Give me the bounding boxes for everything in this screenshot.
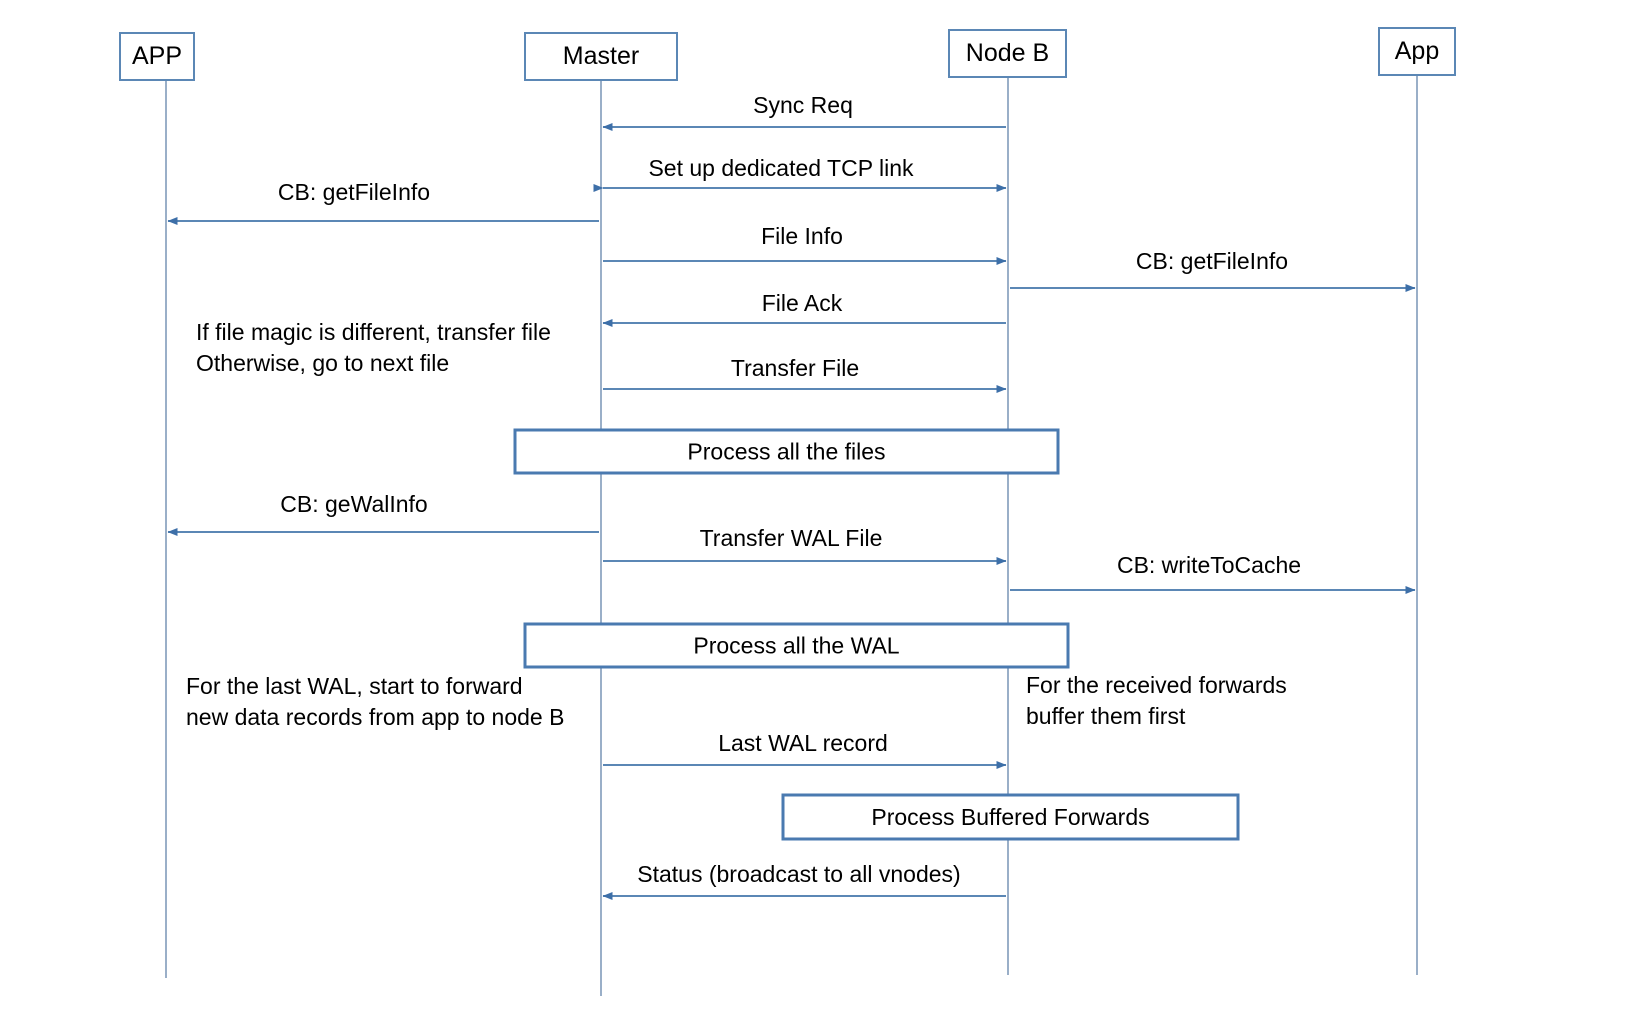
actor-label-node_b: Node B	[966, 39, 1049, 67]
activation-label-process-all-files: Process all the files	[687, 439, 885, 465]
actor-box-node_b	[948, 29, 1067, 78]
activation-process-buffered-fwd[interactable]: Process Buffered Forwards	[781, 793, 1240, 841]
actor-app_left[interactable]: APP	[119, 32, 195, 81]
message-last-wal-record[interactable]: Last WAL record	[603, 730, 1007, 769]
actor-label-app_left: APP	[132, 42, 182, 70]
message-sync-req[interactable]: Sync Req	[602, 92, 1006, 131]
note-line: If file magic is different, transfer fil…	[196, 319, 551, 345]
message-label-file-ack: File Ack	[762, 290, 843, 316]
note-line: For the received forwards	[1026, 672, 1287, 698]
message-status-broadcast[interactable]: Status (broadcast to all vnodes)	[602, 861, 1006, 900]
message-cb-gewalinfo[interactable]: CB: geWalInfo	[167, 491, 599, 536]
message-file-info[interactable]: File Info	[603, 223, 1007, 265]
message-cb-getfileinfo-right[interactable]: CB: getFileInfo	[1010, 248, 1416, 292]
message-label-transfer-file: Transfer File	[731, 355, 859, 381]
actors-layer: APP Master Node B App	[119, 27, 1456, 81]
message-cb-getfileinfo-left[interactable]: CB: getFileInfo	[167, 179, 599, 225]
note-text-note-buffer-forwards: For the received forwards buffer them fir…	[1026, 672, 1287, 729]
note-line: buffer them first	[1026, 703, 1186, 729]
note-note-file-magic: If file magic is different, transfer fil…	[196, 319, 551, 376]
activation-process-all-files[interactable]: Process all the files	[513, 428, 1060, 475]
notes-layer: If file magic is different, transfer fil…	[186, 319, 1287, 730]
note-text-note-file-magic: If file magic is different, transfer fil…	[196, 319, 551, 376]
note-line: new data records from app to node B	[186, 704, 564, 730]
message-label-file-info: File Info	[761, 223, 843, 249]
message-transfer-file[interactable]: Transfer File	[603, 355, 1007, 393]
actor-node_b[interactable]: Node B	[948, 29, 1067, 78]
actor-app_right[interactable]: App	[1378, 27, 1456, 76]
note-note-buffer-forwards: For the received forwards buffer them fir…	[1026, 672, 1287, 729]
message-label-setup-tcp-link: Set up dedicated TCP link	[648, 155, 914, 181]
message-label-sync-req: Sync Req	[753, 92, 853, 118]
lifelines-layer	[165, 75, 1418, 996]
note-text-note-last-wal-forward: For the last WAL, start to forward new da…	[186, 673, 564, 730]
activation-box-process-all-files	[513, 428, 1060, 475]
actor-box-app_left	[119, 32, 195, 81]
message-label-cb-getfileinfo-right: CB: getFileInfo	[1136, 248, 1288, 274]
message-label-transfer-wal-file: Transfer WAL File	[700, 525, 883, 551]
actor-label-app_right: App	[1395, 37, 1439, 65]
activation-label-process-buffered-fwd: Process Buffered Forwards	[871, 804, 1149, 830]
actor-label-master: Master	[563, 42, 639, 70]
actor-box-master	[524, 32, 678, 81]
message-label-cb-writetocache: CB: writeToCache	[1117, 552, 1301, 578]
message-label-cb-gewalinfo: CB: geWalInfo	[280, 491, 427, 517]
message-transfer-wal-file[interactable]: Transfer WAL File	[603, 525, 1007, 565]
message-setup-tcp-link[interactable]: Set up dedicated TCP link	[593, 155, 1007, 192]
activation-process-all-wal[interactable]: Process all the WAL	[523, 622, 1070, 669]
message-label-cb-getfileinfo-left: CB: getFileInfo	[278, 179, 430, 205]
actor-box-app_right	[1378, 27, 1456, 76]
note-line: Otherwise, go to next file	[196, 350, 449, 376]
activation-box-process-all-wal	[523, 622, 1070, 669]
activation-label-process-all-wal: Process all the WAL	[693, 633, 899, 659]
note-line: For the last WAL, start to forward	[186, 673, 523, 699]
message-label-status-broadcast: Status (broadcast to all vnodes)	[637, 861, 960, 887]
note-note-last-wal-forward: For the last WAL, start to forward new da…	[186, 673, 564, 730]
message-label-last-wal-record: Last WAL record	[718, 730, 888, 756]
activation-box-process-buffered-fwd	[781, 793, 1240, 841]
message-cb-writetocache[interactable]: CB: writeToCache	[1010, 552, 1416, 594]
actor-master[interactable]: Master	[524, 32, 678, 81]
message-file-ack[interactable]: File Ack	[602, 290, 1006, 327]
